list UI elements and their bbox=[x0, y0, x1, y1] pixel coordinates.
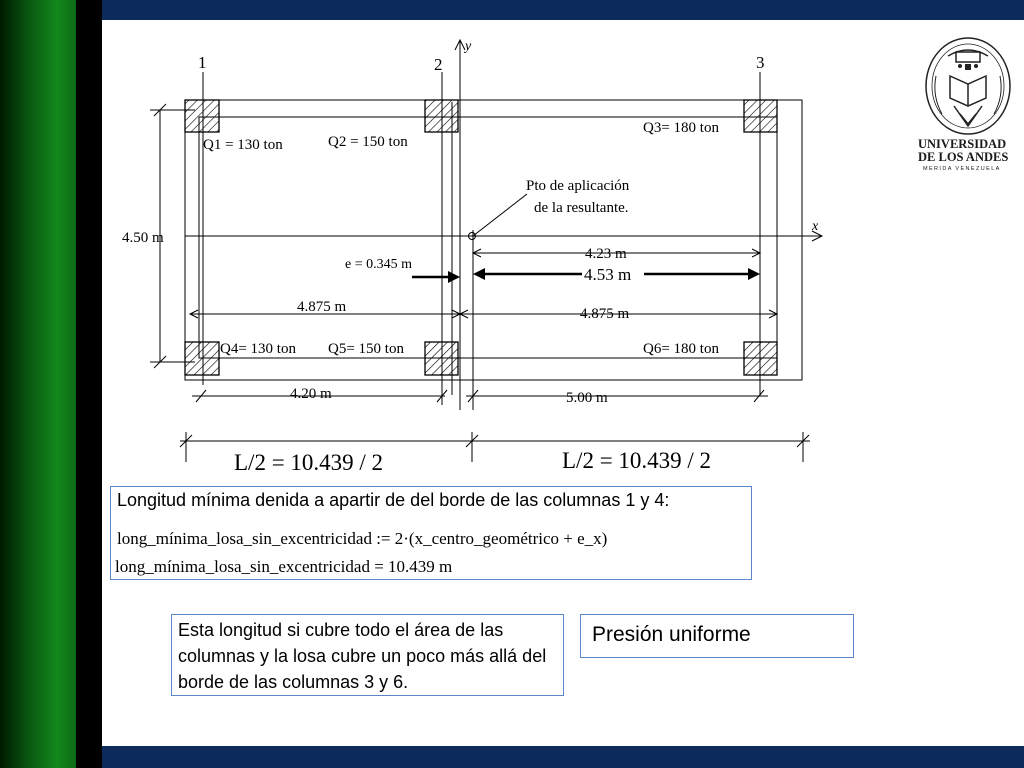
load-q4: Q4= 130 ton bbox=[220, 341, 296, 357]
pressure-label: Presión uniforme bbox=[592, 623, 751, 646]
resultant-point bbox=[468, 232, 476, 240]
slab-inner-outline bbox=[198, 116, 778, 359]
load-q1: Q1 = 130 ton bbox=[203, 137, 283, 153]
column-label-2: 2 bbox=[434, 55, 443, 74]
bottom-blue-bar bbox=[102, 746, 1024, 768]
y-axis-arrow bbox=[454, 38, 466, 51]
resultant-note-line2: de la resultante. bbox=[534, 200, 629, 216]
column-q5 bbox=[424, 341, 459, 376]
dim-423-label: 4.23 m bbox=[585, 246, 627, 262]
university-name-line1: UNIVERSIDAD bbox=[918, 137, 1007, 151]
column-q2 bbox=[424, 99, 459, 133]
load-q5: Q5= 150 ton bbox=[328, 341, 404, 357]
left-green-bar bbox=[0, 0, 76, 768]
university-subtitle: MERIDA VENEZUELA bbox=[923, 166, 1001, 172]
l-half-right-label: L/2 = 10.439 / 2 bbox=[562, 448, 711, 473]
university-logo-icon bbox=[925, 37, 1011, 135]
note-box: Esta longitud si cubre todo el área de l… bbox=[171, 614, 564, 696]
height-dimension-label: 4.50 m bbox=[122, 230, 164, 246]
slab-outer-outline bbox=[184, 99, 803, 381]
l-half-left-label: L/2 = 10.439 / 2 bbox=[234, 450, 383, 475]
column-q3 bbox=[743, 99, 778, 133]
top-blue-bar bbox=[102, 0, 1024, 20]
dim-453-label: 4.53 m bbox=[584, 265, 631, 284]
left-dark-stripe bbox=[76, 0, 102, 768]
column-q1 bbox=[184, 99, 220, 133]
formula-box: Longitud mínima denida a apartir de del … bbox=[110, 486, 752, 580]
resultant-note-line1: Pto de aplicación bbox=[526, 178, 630, 194]
dim-4875-left-label: 4.875 m bbox=[297, 299, 347, 315]
resultant-leader bbox=[472, 193, 528, 237]
x-axis-arrow bbox=[811, 230, 824, 242]
load-q2: Q2 = 150 ton bbox=[328, 134, 408, 150]
formula-heading: Longitud mínima denida a apartir de del … bbox=[117, 490, 670, 510]
formula-definition: long_mínima_losa_sin_excentricidad := 2·… bbox=[117, 529, 608, 548]
formula-result: long_mínima_losa_sin_excentricidad = 10.… bbox=[115, 557, 453, 576]
university-name-line2: DE LOS ANDES bbox=[918, 150, 1009, 164]
y-axis-label: y bbox=[463, 39, 472, 54]
dim-500-label: 5.00 m bbox=[566, 390, 608, 406]
column-label-3: 3 bbox=[756, 53, 765, 72]
load-q3: Q3= 180 ton bbox=[643, 120, 719, 136]
university-name: UNIVERSIDAD DE LOS ANDES bbox=[918, 138, 1018, 164]
column-label-1: 1 bbox=[198, 53, 207, 72]
eccentricity-label: e = 0.345 m bbox=[345, 257, 412, 272]
x-axis-label: x bbox=[811, 219, 819, 234]
dim-4875-right-label: 4.875 m bbox=[580, 306, 630, 322]
pressure-box: Presión uniforme bbox=[580, 614, 854, 658]
load-q6: Q6= 180 ton bbox=[643, 341, 719, 357]
dim-420-label: 4.20 m bbox=[290, 386, 332, 402]
note-text: Esta longitud si cubre todo el área de l… bbox=[178, 620, 547, 692]
column-q6 bbox=[743, 341, 778, 376]
column-q4 bbox=[184, 341, 220, 376]
